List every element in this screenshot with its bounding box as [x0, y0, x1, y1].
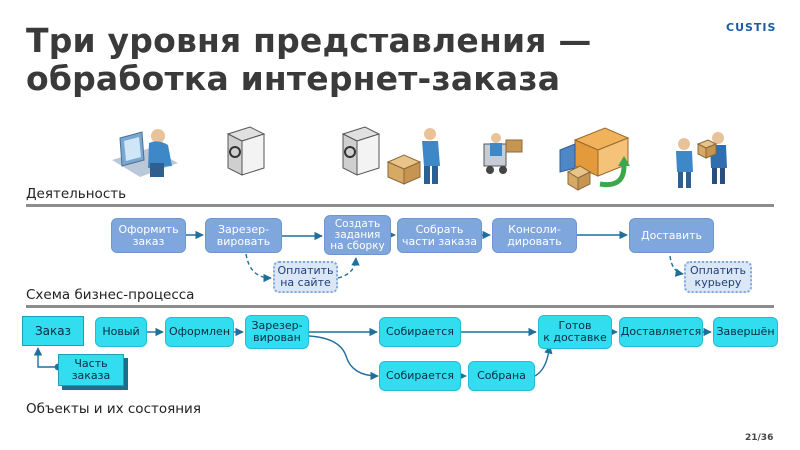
section-process-label: Схема бизнес-процесса	[26, 287, 195, 303]
step-deliver: Доставить	[629, 218, 714, 253]
page-number: 21/36	[745, 433, 774, 443]
server-icon	[341, 126, 381, 176]
state-formed: Оформлен	[165, 317, 234, 347]
object-order: Заказ	[22, 316, 84, 346]
arrow-collected-ready	[534, 345, 553, 377]
state-collected: Собрана	[468, 361, 535, 391]
arrow-deliver-pay-courier	[669, 255, 684, 277]
arrow-pay-task	[337, 257, 360, 279]
step-consolidate: Консоли-дировать	[492, 218, 577, 253]
divider-process	[26, 305, 774, 308]
courier-handing-package-icon	[676, 132, 727, 188]
step-reserve: Зарезер-вировать	[205, 218, 282, 253]
icons-layer	[112, 126, 727, 191]
arrow-reserved-collecting-bottom	[308, 335, 379, 381]
state-delivering: Доставляется	[619, 317, 703, 347]
forklift-worker-icon	[483, 133, 523, 174]
section-objects-label: Объекты и их состояния	[26, 401, 201, 417]
section-activity-label: Деятельность	[26, 186, 127, 202]
state-collecting-bottom: Собирается	[379, 361, 461, 391]
state-reserved: Зарезер-вирован	[245, 315, 309, 349]
operator-at-computer-icon	[112, 129, 178, 177]
custis-logo: CUSTIS	[726, 21, 777, 34]
server-icon	[226, 126, 266, 176]
divider-activity	[26, 204, 774, 207]
state-collecting-top: Собирается	[379, 317, 461, 347]
state-done: Завершён	[713, 317, 778, 347]
title-line-1: Три уровня представления —	[26, 21, 592, 60]
worker-packing-box-icon	[386, 128, 440, 185]
title-line-2: обработка интернет-заказа	[26, 59, 561, 98]
arrow-reserve-pay	[245, 253, 272, 283]
state-new: Новый	[95, 317, 147, 347]
arrow-part-order	[33, 347, 62, 371]
page-title: Три уровня представления — обработка инт…	[26, 22, 592, 98]
delivery-truck-icon	[559, 127, 630, 191]
